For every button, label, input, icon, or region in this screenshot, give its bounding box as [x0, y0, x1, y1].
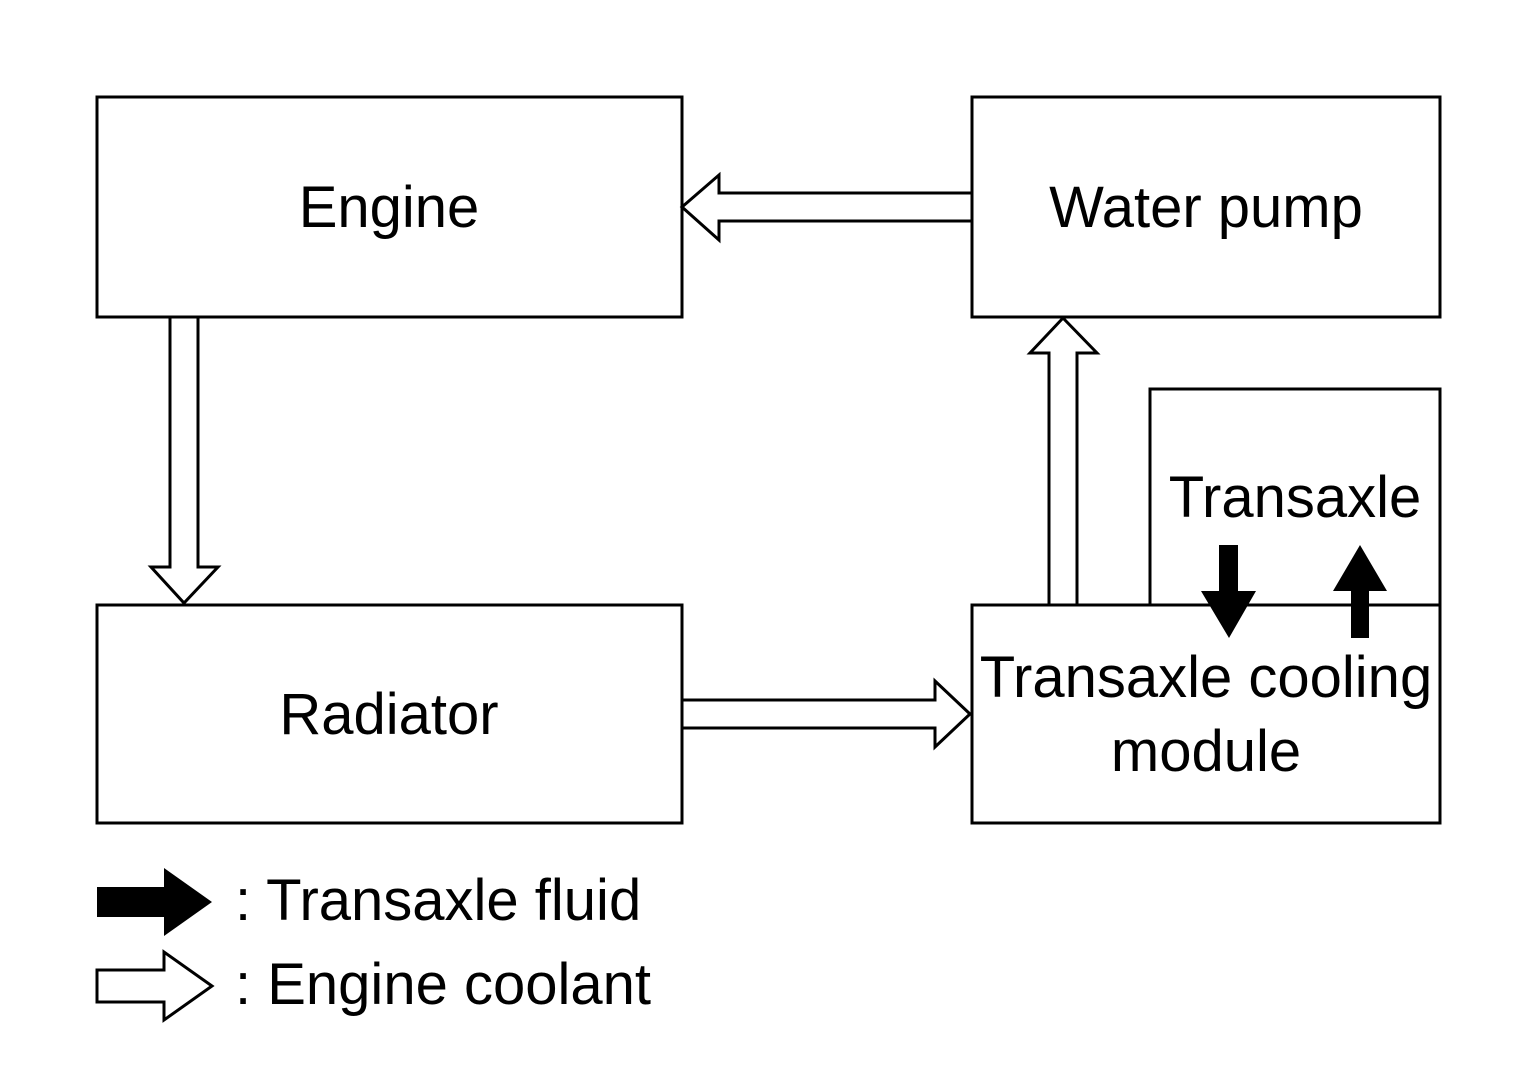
cooling-module-label-line1: Transaxle cooling	[980, 645, 1432, 710]
coolant-arrow-module-to-pump	[1026, 315, 1101, 607]
legend-fluid-arrow-icon	[97, 868, 212, 936]
engine-box	[95, 95, 684, 319]
transaxle-label: Transaxle	[1169, 465, 1422, 530]
radiator-box	[95, 603, 684, 825]
transaxle-cooling-module-box	[970, 603, 1442, 825]
legend-transaxle-fluid-label: : Transaxle fluid	[235, 868, 641, 933]
coolant-arrow-engine-to-radiator	[147, 315, 222, 606]
coolant-arrow-pump-to-engine	[679, 171, 974, 244]
legend-engine-coolant-label: : Engine coolant	[235, 952, 651, 1017]
coolant-arrow-radiator-to-module	[680, 677, 973, 751]
fluid-arrow-up	[1333, 545, 1387, 638]
radiator-label: Radiator	[279, 682, 498, 747]
legend-coolant-arrow-icon	[95, 949, 215, 1023]
engine-label: Engine	[299, 175, 480, 240]
cooling-module-label-line2: module	[1111, 719, 1301, 784]
water-pump-label: Water pump	[1049, 175, 1363, 240]
fluid-arrow-down	[1201, 545, 1256, 638]
water-pump-box	[970, 95, 1442, 319]
transaxle-box	[1148, 387, 1442, 607]
